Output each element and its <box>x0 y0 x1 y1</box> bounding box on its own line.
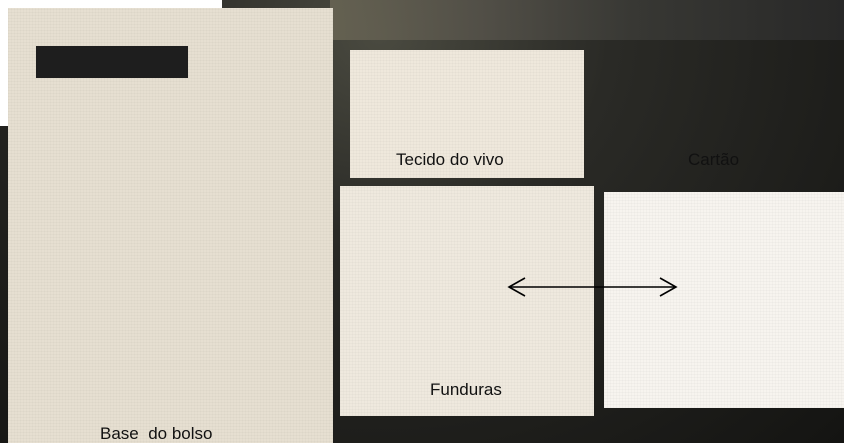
base-do-bolso-label: Base do bolso <box>100 424 213 443</box>
background-board <box>330 0 844 40</box>
base-do-bolso-fabric <box>8 8 333 443</box>
tecido-do-vivo-fabric <box>350 50 584 178</box>
double-arrow-icon <box>507 277 678 297</box>
card-slot <box>36 46 188 78</box>
fundura-fabric-right <box>604 192 844 408</box>
fundura-fabric-left <box>340 186 594 416</box>
tecido-do-vivo-label: Tecido do vivo <box>396 150 504 169</box>
cartao-label: Cartão <box>688 150 740 169</box>
funduras-label: Funduras <box>430 380 502 399</box>
